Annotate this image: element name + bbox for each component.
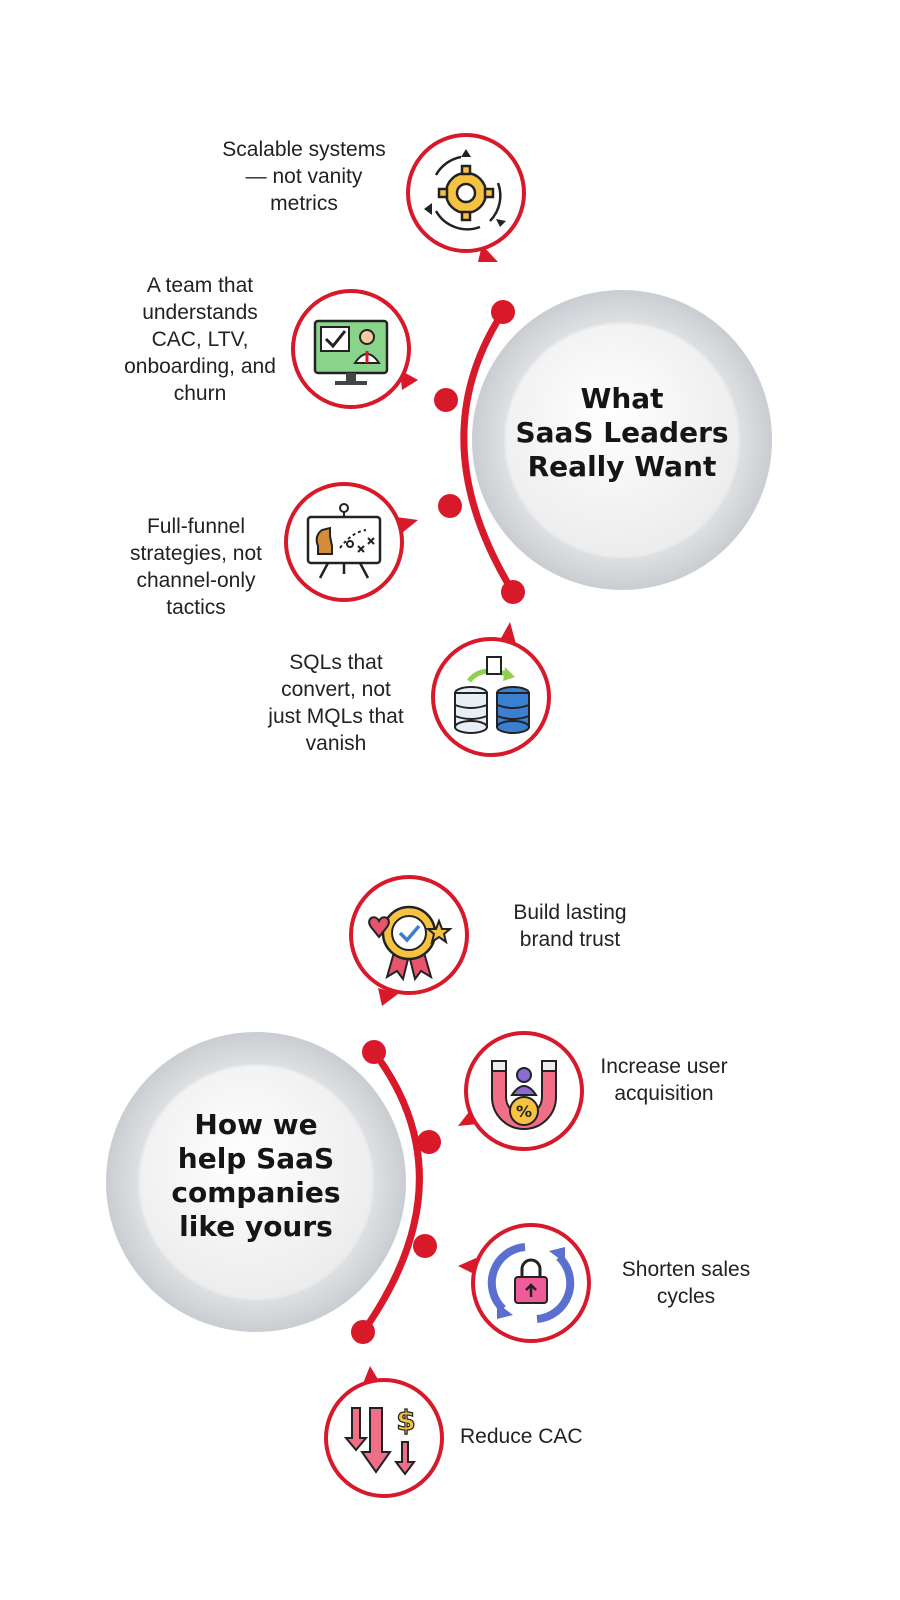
connector-arc	[460, 308, 517, 596]
arc-dot	[351, 1320, 375, 1344]
hub-title-line: SaaS Leaders	[515, 416, 729, 449]
section2-graphic: % $	[106, 875, 591, 1498]
hub-title-line: help SaaS	[177, 1142, 335, 1175]
item-label-full-funnel: Full-funnel strategies, not channel-only…	[130, 515, 262, 619]
item-label-reduce-cac: Reduce CAC	[460, 1425, 583, 1448]
database-transfer-icon	[454, 656, 530, 734]
arc-dot	[501, 580, 525, 604]
hub-title-line: How we	[194, 1108, 318, 1141]
trust-badge-icon	[368, 905, 453, 982]
icon-circle-4	[324, 1366, 444, 1498]
item-label-sales-cycles: Shorten sales cycles	[621, 1258, 751, 1308]
presentation-monitor-icon	[313, 319, 389, 385]
arc-dot	[434, 388, 458, 412]
hub-inner-disc	[504, 322, 740, 558]
arc-dot	[491, 300, 515, 324]
item-label-sqls-convert: SQLs that convert, not just MQLs that va…	[268, 651, 404, 755]
section-how-we-help: % $ Build lasting brand trust Increase u…	[0, 800, 900, 1600]
arc-dot	[362, 1040, 386, 1064]
hub-inner-disc	[138, 1064, 374, 1300]
hub-title-line: Really Want	[527, 450, 717, 483]
gear-cycle-icon	[424, 149, 506, 231]
hub-title-line: companies	[171, 1176, 341, 1209]
item-label-user-acquisition: Increase user acquisition	[600, 1055, 728, 1105]
arc-dot	[438, 494, 462, 518]
cycle-lock-icon	[487, 1243, 575, 1323]
strategy-board-icon	[306, 503, 382, 579]
magnet-user-icon: %	[491, 1060, 557, 1130]
connector-arc	[359, 1048, 423, 1336]
hub-title-section1: What SaaS Leaders Really Want	[512, 382, 732, 484]
hub-title-section2: How we help SaaS companies like yours	[146, 1108, 366, 1244]
arc-dot	[417, 1130, 441, 1154]
arc-dot	[413, 1234, 437, 1258]
svg-text:%: %	[516, 1102, 532, 1121]
hub-title-line: What	[580, 382, 664, 415]
item-label-brand-trust: Build lasting brand trust	[513, 901, 627, 951]
section-saas-leaders-want: Scalable systems — not vanity metrics A …	[124, 133, 772, 757]
hub-title-line: like yours	[179, 1210, 333, 1243]
item-label-scalable-systems: Scalable systems — not vanity metrics	[222, 138, 386, 215]
section1-graphic	[284, 133, 772, 757]
item-label-team-understands: A team that understands CAC, LTV, onboar…	[124, 274, 276, 405]
icon-circle-4	[431, 622, 551, 757]
down-arrows-dollar-icon: $	[343, 1403, 416, 1476]
svg-text:$: $	[396, 1404, 415, 1437]
